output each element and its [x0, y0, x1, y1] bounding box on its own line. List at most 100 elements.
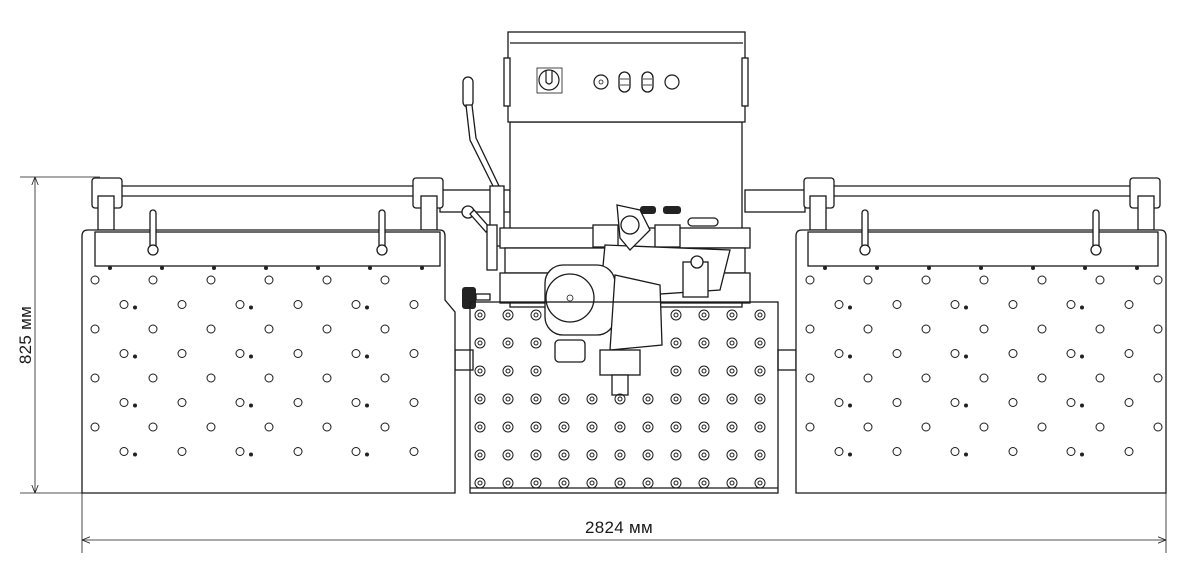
- hole: [477, 480, 483, 486]
- hole: [533, 312, 539, 318]
- hole: [892, 398, 902, 407]
- hole: [729, 480, 735, 486]
- hole: [505, 480, 511, 486]
- hole: [1066, 398, 1076, 407]
- hole: [863, 275, 873, 285]
- hole: [502, 393, 514, 405]
- hole: [558, 477, 570, 489]
- hole: [160, 266, 164, 270]
- hole: [530, 449, 542, 461]
- hole: [206, 422, 216, 432]
- hole: [645, 424, 651, 430]
- hole: [726, 421, 738, 433]
- hole: [206, 324, 216, 334]
- hole: [834, 300, 844, 309]
- hole: [119, 398, 129, 407]
- hole: [502, 309, 514, 321]
- hole: [90, 373, 100, 383]
- hole: [863, 373, 873, 383]
- hole: [505, 312, 511, 318]
- hole: [474, 365, 486, 377]
- hole: [979, 266, 983, 270]
- hole: [979, 275, 989, 285]
- hole: [1135, 266, 1139, 270]
- hole: [474, 421, 486, 433]
- hole: [90, 324, 100, 334]
- hole: [119, 349, 129, 358]
- hole: [729, 368, 735, 374]
- hole: [964, 403, 968, 408]
- hole: [477, 312, 483, 318]
- hole: [177, 300, 187, 309]
- hole: [1153, 373, 1163, 383]
- hole: [264, 373, 274, 383]
- hole: [477, 424, 483, 430]
- hole: [108, 266, 112, 270]
- hole: [834, 398, 844, 407]
- hole: [1124, 398, 1134, 407]
- hole: [754, 393, 766, 405]
- hole: [235, 349, 245, 358]
- hole: [614, 449, 626, 461]
- hole: [979, 422, 989, 432]
- hole: [875, 266, 879, 270]
- hole: [365, 354, 369, 359]
- hole: [670, 421, 682, 433]
- hole: [505, 424, 511, 430]
- hole: [614, 477, 626, 489]
- hole: [589, 396, 595, 402]
- hole: [322, 275, 332, 285]
- hole: [1008, 300, 1018, 309]
- hole: [235, 300, 245, 309]
- hole: [950, 300, 960, 309]
- hole: [892, 349, 902, 358]
- hole: [698, 393, 710, 405]
- toggle-button-icon: [641, 71, 654, 93]
- hole: [701, 480, 707, 486]
- hole: [177, 349, 187, 358]
- hole: [502, 477, 514, 489]
- hole: [530, 337, 542, 349]
- hole: [757, 480, 763, 486]
- hole: [1080, 403, 1084, 408]
- hole: [589, 452, 595, 458]
- hole: [1095, 422, 1105, 432]
- hole: [380, 373, 390, 383]
- hole: [505, 340, 511, 346]
- hole: [754, 309, 766, 321]
- hole: [322, 324, 332, 334]
- hole: [729, 312, 735, 318]
- hole: [561, 452, 567, 458]
- hole: [729, 452, 735, 458]
- hole: [365, 305, 369, 310]
- hole: [617, 480, 623, 486]
- hole: [805, 324, 815, 334]
- hole: [892, 300, 902, 309]
- hole: [921, 324, 931, 334]
- hole: [148, 275, 158, 285]
- hole: [757, 396, 763, 402]
- hole: [805, 422, 815, 432]
- hole: [177, 398, 187, 407]
- hole: [530, 477, 542, 489]
- hole: [1095, 324, 1105, 334]
- hole: [964, 354, 968, 359]
- hole: [754, 477, 766, 489]
- hole: [264, 422, 274, 432]
- hole: [322, 422, 332, 432]
- hole: [1080, 354, 1084, 359]
- hole: [673, 396, 679, 402]
- hole: [1037, 422, 1047, 432]
- stop-button-icon: [664, 74, 680, 90]
- hole: [474, 337, 486, 349]
- hole: [848, 452, 852, 457]
- hole: [834, 349, 844, 358]
- hole: [502, 337, 514, 349]
- hole: [1066, 349, 1076, 358]
- hole: [206, 275, 216, 285]
- hole: [1095, 373, 1105, 383]
- hole: [673, 424, 679, 430]
- hole: [589, 424, 595, 430]
- hole: [133, 354, 137, 359]
- hole: [645, 396, 651, 402]
